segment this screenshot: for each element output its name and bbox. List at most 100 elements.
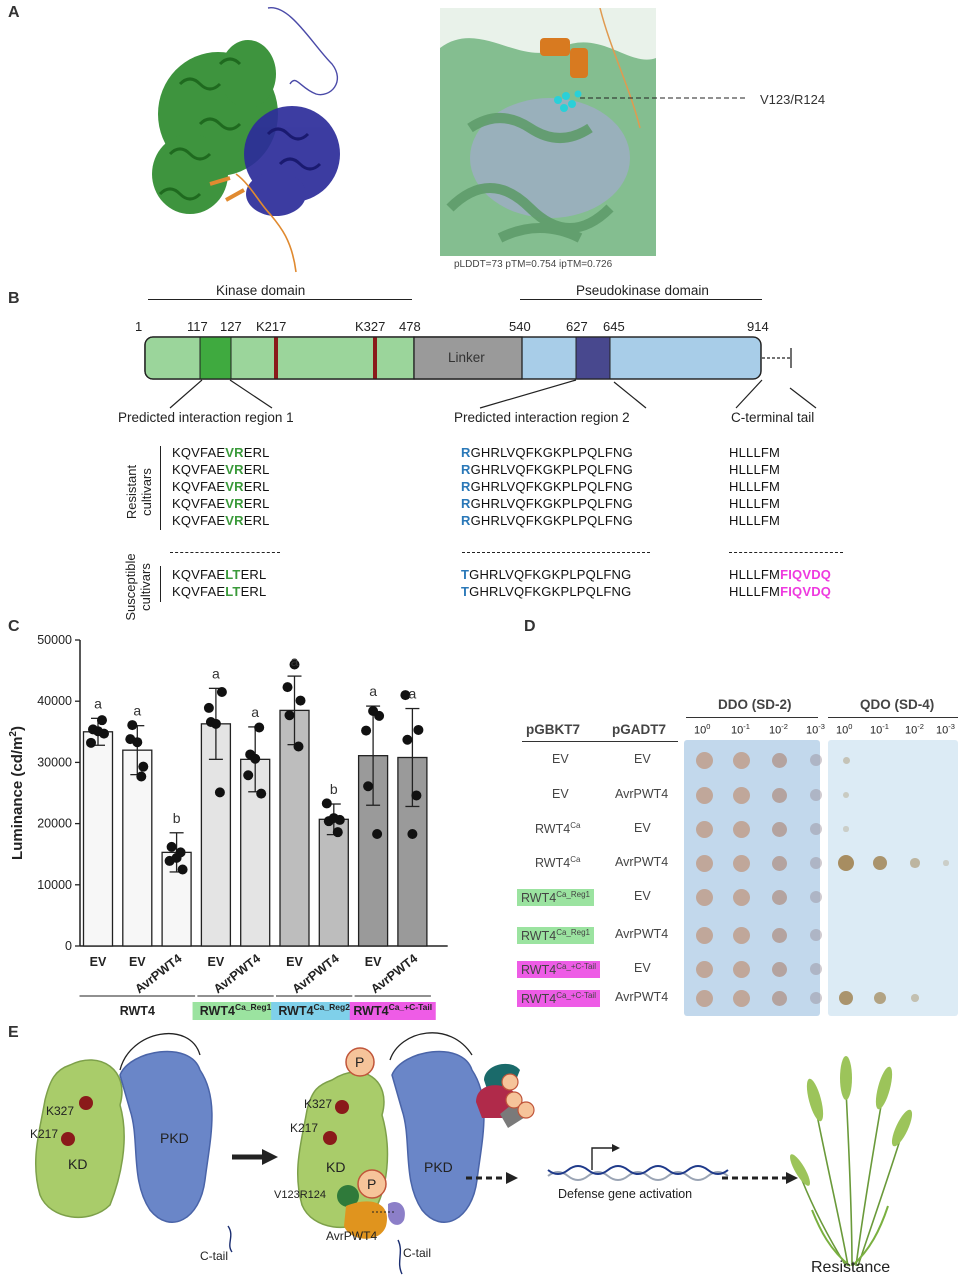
ddo-colony-spot xyxy=(771,787,787,803)
ddo-colony-spot xyxy=(810,857,822,869)
qdo-header: QDO (SD-4) xyxy=(860,697,935,712)
dilution-label: 100 xyxy=(694,722,711,737)
data-point xyxy=(127,720,138,731)
data-point xyxy=(214,787,225,798)
v123r124-label: V123R124 xyxy=(274,1189,326,1201)
data-point xyxy=(332,827,343,838)
ddo-colony-spot xyxy=(771,752,787,768)
p-label-top: P xyxy=(355,1054,365,1070)
ctail-label: C-terminal tail xyxy=(731,410,815,425)
qdo-colony-spot xyxy=(838,990,854,1006)
dilution-label: 10-3 xyxy=(936,722,955,737)
sus-r1-row: KQVFAELTERL xyxy=(172,567,267,582)
bait-label: RWT4Ca_+C-Tail xyxy=(517,961,600,979)
kd-label-mid: KD xyxy=(326,1159,346,1175)
data-point xyxy=(407,829,418,840)
domain-architecture-bar xyxy=(144,336,792,380)
res-ct-row: HLLLFM xyxy=(729,445,781,460)
group-label: RWT4 xyxy=(120,1004,155,1018)
ddo-colony-spot xyxy=(732,854,750,872)
ddo-colony-spot xyxy=(695,989,713,1007)
data-point xyxy=(411,790,422,801)
separator-2 xyxy=(462,552,650,553)
res-r1-row: KQVFAEVRERL xyxy=(172,462,270,477)
ddo-colony-spot xyxy=(810,963,822,975)
panel-c-letter: C xyxy=(8,618,20,635)
prey-label: AvrPWT4 xyxy=(615,927,669,941)
data-point xyxy=(203,702,214,713)
data-point xyxy=(284,710,295,721)
k327-label-left: K327 xyxy=(46,1104,75,1118)
prey-label: AvrPWT4 xyxy=(615,787,669,801)
kinase-domain-bracket xyxy=(148,299,412,300)
k327-label-mid: K327 xyxy=(304,1097,333,1111)
data-point xyxy=(295,695,306,706)
x-tick-label: EV xyxy=(365,955,382,969)
ddo-colony-spot xyxy=(732,820,750,838)
ddo-colony-spot xyxy=(732,989,750,1007)
panel-d-letter: D xyxy=(524,618,536,635)
dilution-label: 100 xyxy=(836,722,853,737)
y-tick-label: 50000 xyxy=(37,633,72,647)
model-diagram xyxy=(34,1032,913,1275)
prey-label: AvrPWT4 xyxy=(615,855,669,869)
data-point xyxy=(321,798,332,809)
data-point xyxy=(282,682,293,693)
data-point xyxy=(256,788,267,799)
prey-label: EV xyxy=(634,961,651,975)
bar xyxy=(122,749,153,947)
ddo-colony-spot xyxy=(695,786,713,804)
ddo-colony-spot xyxy=(695,960,713,978)
sus-ct-row: HLLLFMFIQVDQ xyxy=(729,567,832,582)
res-ct-row: HLLLFM xyxy=(729,496,781,511)
pkd-label-left: PKD xyxy=(160,1130,189,1146)
ddo-colony-spot xyxy=(810,992,822,1004)
y-tick-label: 20000 xyxy=(37,817,72,831)
ddo-colony-spot xyxy=(771,821,787,837)
panel-b-letter: B xyxy=(8,290,20,307)
pos-k327: K327 xyxy=(355,319,386,334)
ddo-colony-spot xyxy=(695,888,713,906)
y-axis-title: Luminance (cd/m2) xyxy=(8,726,26,860)
x-tick-label: EV xyxy=(129,955,146,969)
data-point xyxy=(132,737,143,748)
res-r1-row: KQVFAEVRERL xyxy=(172,513,270,528)
linker-label: Linker xyxy=(448,350,485,365)
data-point xyxy=(138,761,149,772)
bait-label: RWT4Ca xyxy=(535,855,581,871)
data-point xyxy=(402,734,413,745)
x-tick-label: EV xyxy=(286,955,303,969)
qdo-colony-spot xyxy=(838,855,854,871)
sus-r1-row: KQVFAELTERL xyxy=(172,584,267,599)
res-r1-row: KQVFAEVRERL xyxy=(172,496,270,511)
pos-127: 127 xyxy=(220,319,242,334)
qdo-plate xyxy=(828,740,958,1016)
bar xyxy=(200,723,232,947)
bar xyxy=(82,731,114,947)
resistance-label: Resistance xyxy=(811,1259,891,1276)
significance-letter: a xyxy=(94,695,102,711)
significance-letter: a xyxy=(291,653,299,669)
ctail-label-mid: C-tail xyxy=(403,1246,432,1260)
interface-closeup xyxy=(440,8,656,256)
defense-label: Defense gene activation xyxy=(558,1187,693,1201)
data-point xyxy=(372,829,383,840)
pos-645: 645 xyxy=(603,319,625,334)
pseudokinase-domain-bracket xyxy=(520,299,762,300)
y-tick-label: 30000 xyxy=(37,755,72,769)
data-point xyxy=(136,771,147,782)
ddo-colony-spot xyxy=(732,960,750,978)
pos-478: 478 xyxy=(399,319,421,334)
bait-label: RWT4Ca_+C-Tail xyxy=(517,990,600,1008)
dilution-label: 10-3 xyxy=(806,722,825,737)
ddo-colony-spot xyxy=(810,754,822,766)
data-point xyxy=(210,718,221,729)
significance-letter: b xyxy=(330,781,338,797)
y-tick-label: 0 xyxy=(65,939,72,953)
data-point xyxy=(363,781,374,792)
ddo-colony-spot xyxy=(695,926,713,944)
sus-r2-row: TGHRLVQFKGKPLPQLFNG xyxy=(461,567,632,582)
data-point xyxy=(250,753,261,764)
kinase-domain-label: Kinase domain xyxy=(216,283,306,298)
data-point xyxy=(166,841,177,852)
